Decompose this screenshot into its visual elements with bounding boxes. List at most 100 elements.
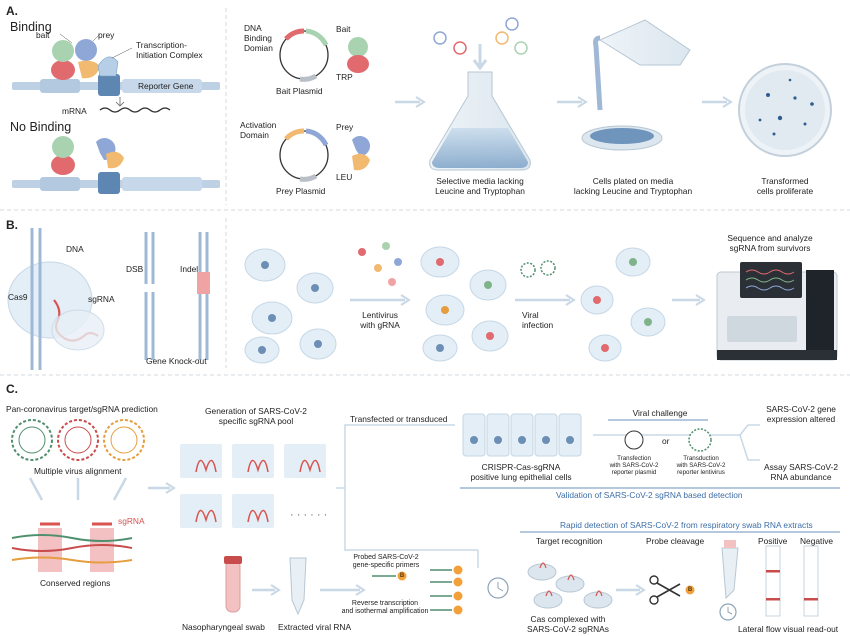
biotin-label-cleaved: B: [687, 587, 693, 593]
assay-line2: RNA abundance: [770, 472, 832, 482]
section-label-b: B.: [6, 218, 18, 232]
bait-plasmid-bait-label: Bait: [336, 24, 351, 34]
lateral-flow-strips: [765, 545, 819, 617]
viral-infection-line2: infection: [522, 320, 554, 330]
prey-plasmid-diagram: [279, 128, 370, 182]
trans-caption-line2: cells proliferate: [756, 186, 814, 196]
bait-red-protein: [51, 60, 75, 80]
cas-complex-cluster: [527, 562, 613, 609]
trans-caption-line1: Transformed: [761, 176, 809, 186]
scissors-icon: [649, 575, 695, 605]
pan-coronavirus-title: Pan-coronavirus target/sgRNA prediction: [6, 404, 158, 414]
dbd-label-line1: DNA: [244, 23, 262, 33]
dsb-indel-diagram: [140, 232, 210, 360]
trp-label: TRP: [336, 72, 353, 82]
pouring-flask: [593, 19, 691, 111]
ad-label-line1: Activation: [240, 120, 277, 130]
or-label: or: [662, 436, 670, 446]
sgrna-label-b: sgRNA: [88, 294, 115, 304]
positive-control-line: [766, 598, 780, 601]
cell-population-3: [580, 247, 666, 362]
prey-plasmid-prey-label: Prey: [336, 122, 354, 132]
dna-label: DNA: [66, 244, 84, 254]
leu-label: LEU: [336, 172, 353, 182]
prey-plasmid-label: Prey Plasmid: [276, 186, 326, 196]
gene-ko-label: Gene Knock-out: [146, 356, 207, 366]
gene-expression-line1: SARS-CoV-2 gene: [766, 404, 836, 414]
branch-connector: [336, 424, 478, 551]
probed-line1: Probed SARS-CoV-2: [353, 554, 419, 561]
primer-strands: [372, 565, 463, 615]
biotin-marker: [397, 571, 407, 581]
extracted-rna-label: Extracted viral RNA: [278, 622, 352, 632]
reporter-icons: [624, 428, 712, 452]
virus-particles-b: [520, 260, 556, 278]
prey-blue-protein: [75, 39, 97, 61]
lentivirus-line2: with gRNA: [360, 320, 400, 330]
no-binding-heading: No Binding: [10, 120, 72, 134]
pool-ellipsis: · · · · · ·: [290, 509, 328, 521]
prey-orange-protein: [78, 60, 100, 79]
multi-align-label: Multiple virus alignment: [34, 466, 122, 476]
cas9-label: Cas9: [8, 292, 28, 302]
transformed-colonies-plate: [738, 63, 832, 157]
flask-caption-line2: Leucine and Tryptophan: [435, 186, 525, 196]
binding-heading: Binding: [10, 20, 52, 34]
tic-complex: [97, 56, 119, 77]
probed-line2: gene-specific primers: [352, 562, 420, 569]
bait-green-protein: [52, 40, 74, 62]
viral-challenge-label: Viral challenge: [632, 408, 688, 418]
probe-cleavage-label: Probe cleavage: [646, 536, 705, 546]
coronavirus-icons: [11, 419, 145, 461]
cas9-dna-diagram: [7, 228, 105, 370]
viral-infection-line1: Viral: [522, 310, 539, 320]
lentivirus-line1: Lentivirus: [362, 310, 398, 320]
conserved-label: Conserved regions: [40, 578, 111, 588]
target-recognition-label: Target recognition: [536, 536, 603, 546]
dbd-label-line3: Domian: [244, 43, 273, 53]
plate-caption-line1: Cells plated on media: [592, 176, 674, 186]
transfection-line2: with SARS-CoV-2: [609, 462, 659, 469]
plasmid-cluster: [433, 17, 528, 71]
mrna-label: mRNA: [62, 106, 87, 116]
transduction-line3: reporter lentivirus: [677, 469, 725, 476]
crispr-line1: CRISPR-Cas-sgRNA: [481, 462, 561, 472]
extracted-rna-tube: [289, 557, 307, 616]
transfection-line3: reporter plasmid: [611, 469, 657, 476]
transfected-label: Transfected or transduced: [350, 414, 448, 424]
sgrna-pool-grid: [180, 444, 326, 528]
dbd-label-line2: Binding: [244, 33, 272, 43]
tic-label-line1: Transcription-: [136, 40, 187, 50]
sequence-line2: sgRNA from survivors: [729, 243, 811, 253]
reporter-gene-label: Reporter Gene: [138, 81, 194, 91]
gene-expression-line2: expression altered: [766, 414, 836, 424]
crispr-line2: positive lung epithelial cells: [470, 472, 572, 482]
negative-label: Negative: [800, 536, 834, 546]
transduction-line1: Transduction: [683, 455, 719, 462]
cas-complex-line1: Cas complexed with: [530, 614, 606, 624]
rt-line2: and isothermal amplification: [341, 608, 429, 615]
bait-label: bait: [36, 30, 50, 40]
cell-population-1: [244, 248, 337, 364]
lentivirus-particles: [358, 242, 402, 286]
transfection-line1: Transfection: [617, 455, 651, 462]
cas-complex-line2: SARS-CoV-2 sgRNAs: [527, 624, 609, 634]
alignment-diagram: [11, 522, 133, 572]
culture-plate: [581, 125, 663, 151]
bait-plasmid-diagram: [279, 28, 369, 82]
rt-line1: Reverse transcription: [351, 600, 419, 607]
cell-population-2: [420, 246, 509, 362]
validation-label: Validation of SARS-CoV-2 sgRNA based det…: [556, 490, 743, 500]
sequencer-machine: [716, 262, 838, 361]
biotin-label: B: [399, 573, 405, 579]
sequence-line1: Sequence and analyze: [727, 233, 813, 243]
dsb-label: DSB: [126, 264, 144, 274]
sgrna-label-c: sgRNA: [118, 516, 145, 526]
swab-tube: [224, 556, 242, 613]
assay-line1: Assay SARS-CoV-2: [763, 462, 838, 472]
lateral-flow-label: Lateral flow visual read-out: [738, 624, 839, 634]
section-label-c: C.: [6, 382, 18, 396]
rapid-detection-label: Rapid detection of SARS-CoV-2 from respi…: [560, 520, 813, 530]
tic-label-line2: Initiation Complex: [136, 50, 203, 60]
selective-media-flask: [429, 71, 531, 171]
